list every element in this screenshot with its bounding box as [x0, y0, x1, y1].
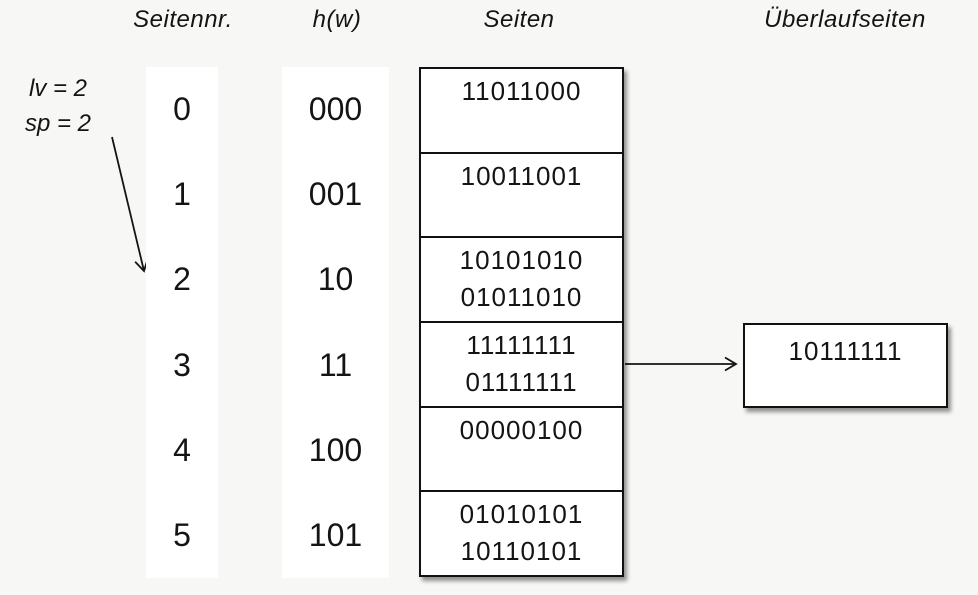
bucket-entry: 01010101 [459, 499, 584, 530]
hash-value-column: 000 001 10 11 100 101 [282, 67, 389, 578]
column-header-seiten: Seiten [483, 6, 555, 33]
bucket-entry: 01111111 [465, 367, 578, 398]
bucket-entry: 11111111 [466, 330, 577, 361]
page-number: 5 [173, 516, 191, 553]
bucket-entry: 10110101 [460, 536, 583, 567]
page-number: 0 [173, 91, 191, 128]
bucket-entry: 11011000 [461, 76, 582, 106]
page-bucket: 10101010 01011010 [421, 238, 622, 324]
page-number: 3 [173, 346, 191, 383]
hash-value: 100 [308, 431, 363, 468]
hash-value: 11 [318, 346, 353, 383]
hash-value: 10 [317, 261, 354, 298]
level-value: lv = 2 [28, 75, 88, 102]
page-number: 2 [173, 261, 191, 298]
page-bucket: 01010101 10110101 [421, 492, 622, 575]
pages-table: 11011000 10011001 10101010 01011010 1111… [419, 67, 624, 577]
bucket-entry: 10101010 [459, 245, 584, 276]
column-header-hash-function: h(w) [312, 6, 362, 33]
page-bucket: 11111111 01111111 [421, 323, 622, 408]
hash-value: 101 [308, 516, 363, 553]
page-bucket: 00000100 [421, 408, 622, 493]
hash-value: 000 [308, 91, 363, 128]
overflow-entry: 10111111 [788, 336, 903, 366]
bucket-entry: 00000100 [459, 414, 584, 445]
split-pointer-value: sp = 2 [24, 110, 92, 137]
bucket-entry: 10011001 [460, 160, 583, 191]
level-split-annotation: lv = 2 sp = 2 [10, 71, 106, 141]
bucket-entry: 01011010 [460, 282, 583, 313]
page-number: 1 [173, 176, 191, 213]
column-header-seitennr: Seitennr. [133, 6, 233, 33]
page-bucket: 10011001 [421, 154, 622, 239]
overflow-page-box: 10111111 [743, 323, 948, 408]
hash-value: 001 [308, 176, 363, 213]
split-pointer-arrow [111, 136, 149, 273]
page-bucket: 11011000 [421, 69, 622, 154]
page-number: 4 [173, 431, 191, 468]
column-header-ueberlaufseiten: Überlaufseiten [764, 6, 926, 33]
page-number-column: 0 1 2 3 4 5 [146, 67, 218, 578]
